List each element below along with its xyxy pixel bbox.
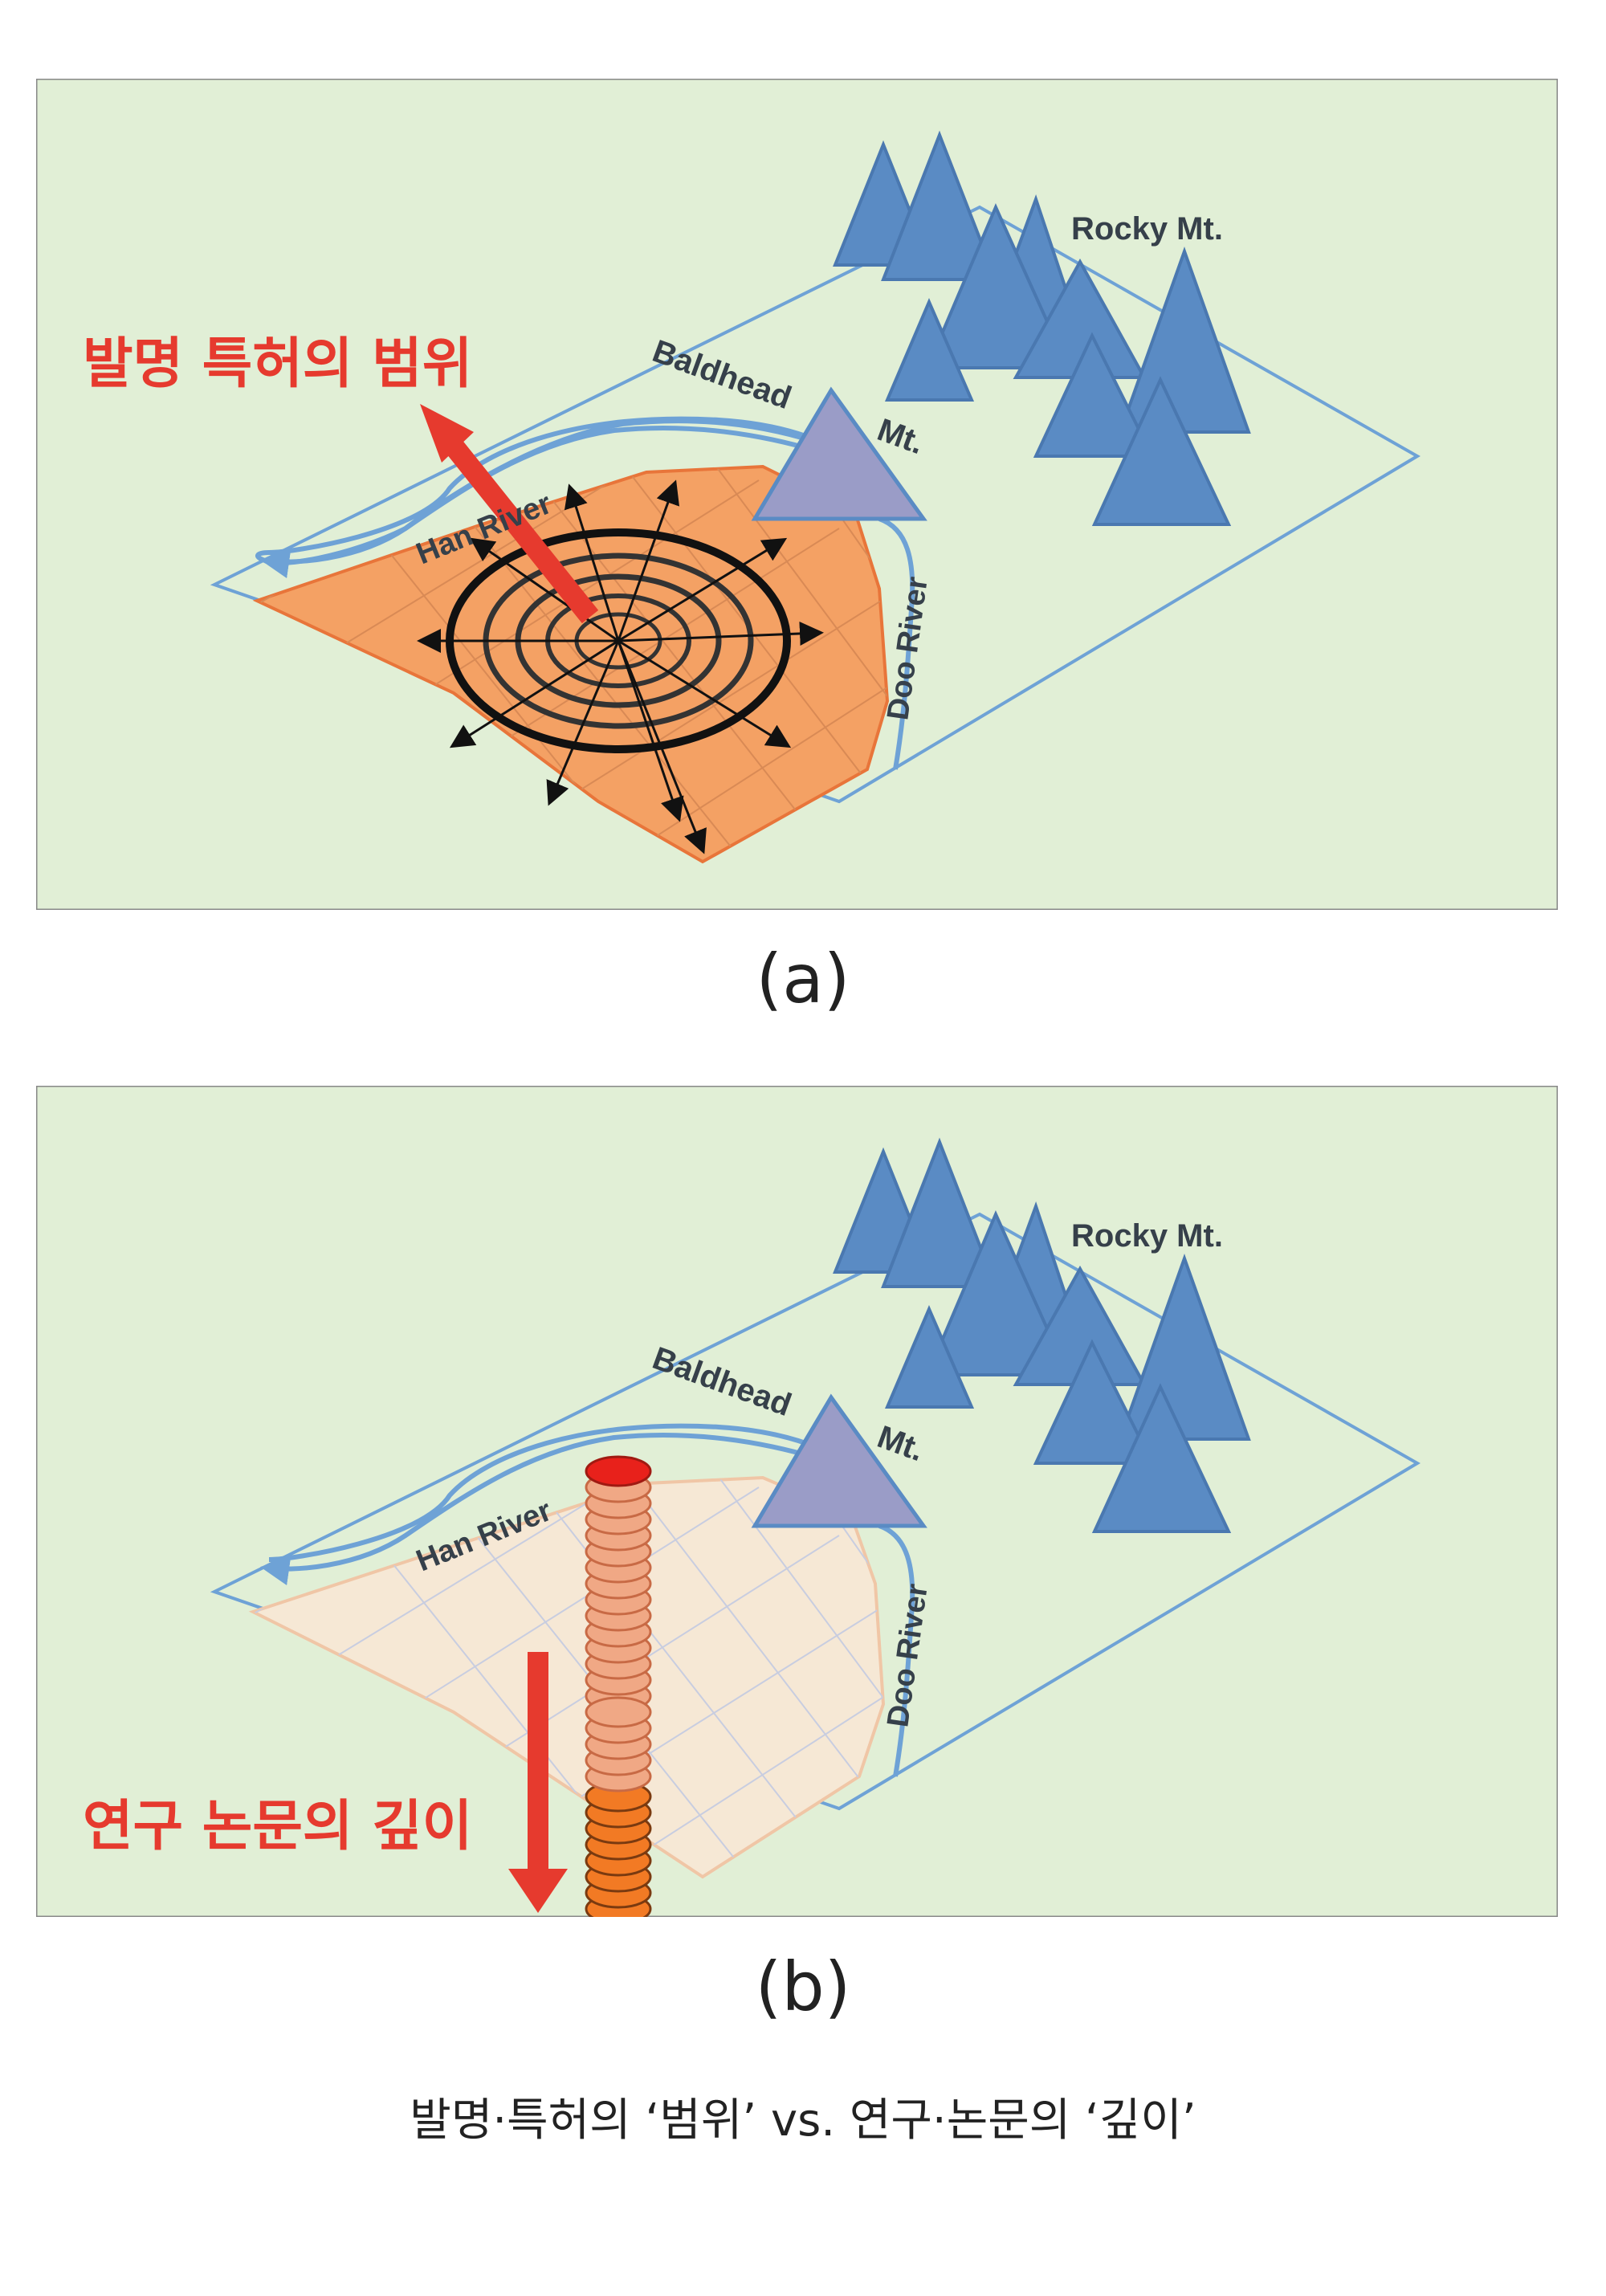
radial-arrow: [618, 537, 788, 642]
doo-river: [878, 1523, 915, 1777]
panel-b-label: (b): [755, 1947, 851, 2026]
depth-pointer-arrow: [508, 1652, 568, 1913]
han-river-bank: [268, 1423, 849, 1562]
panel-a-label: (a): [756, 940, 850, 1018]
panel-b-map: Rocky Mt. Baldhead Mt. Han River Doo Riv…: [36, 1086, 1558, 1917]
han-river-flow: [260, 425, 808, 579]
mountain: [1091, 376, 1232, 526]
radial-arrow: [617, 640, 707, 854]
scope-area: [252, 464, 890, 864]
radial-arrow: [546, 640, 620, 806]
panel-b: Rocky Mt. Baldhead Mt. Han River Doo Riv…: [36, 1086, 1558, 1917]
target-rings: [446, 528, 791, 753]
radial-arrow: [618, 621, 824, 646]
scope-annotation: 발명 특허의 범위: [83, 332, 472, 396]
rocky-mountains: [833, 130, 1251, 526]
depth-annotation: 연구 논문의 깊이: [83, 1795, 472, 1858]
radial-arrow: [618, 639, 792, 748]
mountain: [1091, 1383, 1232, 1533]
mountain: [1033, 1339, 1156, 1465]
figure-caption: 발명·특허의 ‘범위’ vs. 연구·논문의 ‘깊이’: [410, 2094, 1196, 2147]
drill-discs-lower: [585, 1780, 652, 1917]
han-river: [260, 1432, 808, 1586]
mountain: [881, 130, 998, 281]
rocky-mountains: [833, 1137, 1251, 1533]
doo-river: [878, 516, 915, 770]
mountain: [924, 1210, 1071, 1376]
baldhead-mountain: [751, 386, 927, 521]
panel-a-map: Rocky Mt. Baldhead Mt. Han River Doo Riv…: [36, 79, 1558, 910]
scope-pointer-arrow: [420, 404, 599, 624]
depth-drill-column: [585, 1455, 652, 1917]
rocky-mt-label: Rocky Mt.: [1071, 211, 1223, 247]
drill-top-cap: [585, 1455, 652, 1487]
mountain: [881, 1137, 998, 1288]
panel-a: Rocky Mt. Baldhead Mt. Han River Doo Riv…: [36, 79, 1558, 910]
radial-arrow: [617, 479, 680, 642]
radial-arrows: [417, 479, 824, 854]
radial-arrow: [470, 537, 619, 642]
mountain: [1033, 332, 1156, 458]
radial-arrow: [564, 483, 620, 642]
radial-arrow: [449, 639, 619, 748]
radial-arrow: [617, 640, 684, 822]
mountain: [884, 1304, 975, 1409]
mountain: [924, 203, 1071, 369]
rocky-mt-label: Rocky Mt.: [1071, 1218, 1223, 1254]
baldhead-mountain: [751, 1393, 927, 1528]
mountain: [884, 297, 975, 402]
drill-discs-upper: [585, 1471, 652, 1712]
